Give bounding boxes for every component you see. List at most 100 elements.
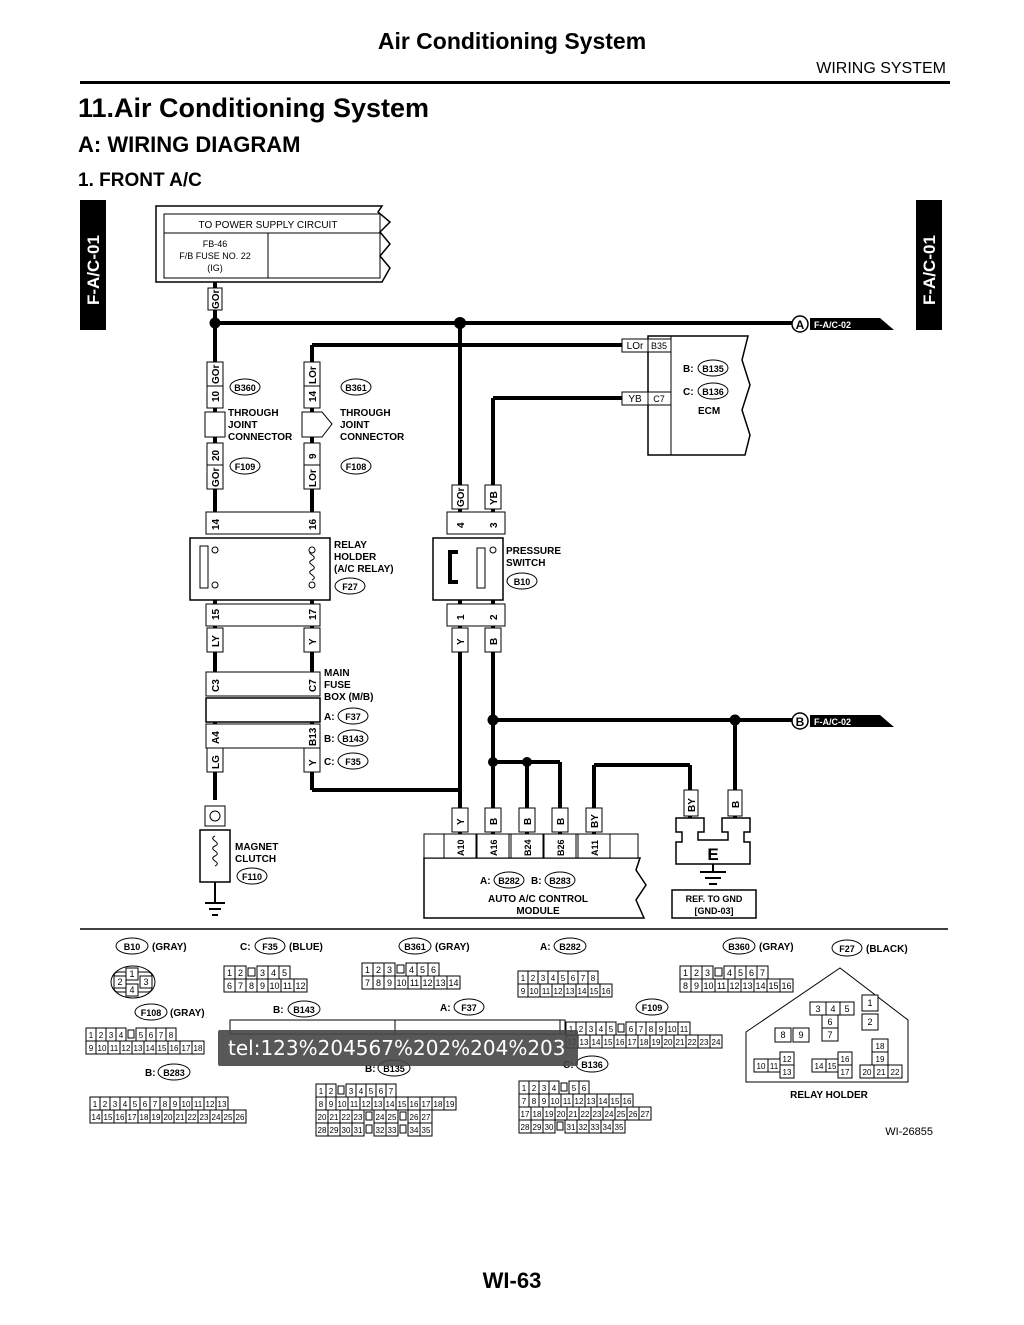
svg-text:AUTO A/C CONTROL: AUTO A/C CONTROL <box>488 894 588 905</box>
svg-text:F27: F27 <box>839 944 855 954</box>
svg-text:12: 12 <box>295 981 305 991</box>
svg-text:1: 1 <box>227 968 232 978</box>
svg-text:4: 4 <box>456 522 467 528</box>
svg-text:25: 25 <box>617 1110 626 1119</box>
svg-text:23: 23 <box>200 1113 209 1122</box>
svg-text:6: 6 <box>143 1100 148 1109</box>
svg-text:20: 20 <box>318 1113 327 1122</box>
svg-text:LY: LY <box>211 635 222 647</box>
svg-text:18: 18 <box>434 1100 443 1109</box>
svg-text:2: 2 <box>329 1087 334 1096</box>
svg-text:2: 2 <box>103 1100 108 1109</box>
svg-text:JOINT: JOINT <box>340 420 369 431</box>
svg-text:23: 23 <box>700 1038 709 1047</box>
svg-text:19: 19 <box>652 1038 661 1047</box>
svg-text:PRESSURE: PRESSURE <box>506 546 561 557</box>
svg-text:14: 14 <box>815 1062 824 1071</box>
svg-text:15: 15 <box>768 981 778 991</box>
svg-text:8: 8 <box>649 1025 654 1034</box>
svg-text:B360: B360 <box>234 383 256 393</box>
svg-text:7: 7 <box>238 981 243 991</box>
svg-text:1: 1 <box>456 614 467 620</box>
svg-text:8: 8 <box>163 1100 168 1109</box>
svg-text:24: 24 <box>212 1113 221 1122</box>
svg-text:C7: C7 <box>653 394 665 404</box>
svg-text:22: 22 <box>688 1038 697 1047</box>
svg-text:22: 22 <box>188 1113 197 1122</box>
svg-text:11: 11 <box>110 1044 119 1053</box>
module-wire-label: B <box>551 807 569 833</box>
module-pin-B24: B24 <box>523 839 533 856</box>
svg-text:17: 17 <box>128 1113 137 1122</box>
svg-text:6: 6 <box>149 1031 154 1040</box>
svg-text:F37: F37 <box>461 1003 477 1013</box>
svg-text:B: B <box>489 638 500 645</box>
svg-text:B: B <box>489 818 500 825</box>
svg-text:B10: B10 <box>514 577 531 587</box>
svg-text:13: 13 <box>435 978 445 988</box>
svg-text:B:: B: <box>683 364 694 375</box>
svg-text:Y: Y <box>308 638 319 645</box>
svg-text:20: 20 <box>557 1110 566 1119</box>
svg-text:GOr: GOr <box>211 289 222 309</box>
heading-subsection: A: WIRING DIAGRAM <box>78 132 301 157</box>
svg-text:6: 6 <box>749 968 754 978</box>
svg-text:35: 35 <box>422 1126 431 1135</box>
svg-text:(GRAY): (GRAY) <box>435 942 470 953</box>
svg-text:10: 10 <box>757 1062 766 1071</box>
svg-text:A:: A: <box>480 876 491 887</box>
svg-text:Y: Y <box>308 759 319 766</box>
svg-text:9: 9 <box>542 1097 547 1106</box>
svg-text:23: 23 <box>593 1110 602 1119</box>
svg-text:B283: B283 <box>549 876 571 886</box>
phone-link-tooltip[interactable]: tel:123%204567%202%204%203 <box>218 1030 578 1066</box>
svg-text:JOINT: JOINT <box>228 420 257 431</box>
svg-text:21: 21 <box>330 1113 339 1122</box>
svg-text:3: 3 <box>109 1031 114 1040</box>
svg-text:5: 5 <box>609 1025 614 1034</box>
svg-text:4: 4 <box>271 968 276 978</box>
svg-text:12: 12 <box>422 978 432 988</box>
svg-text:(GRAY): (GRAY) <box>170 1008 205 1019</box>
module-pin-A11: A11 <box>590 840 600 856</box>
svg-text:8: 8 <box>532 1097 537 1106</box>
connector-face-f27: 3 4 5 6 7 1 2 8 9 10 11 12 13 14 15 16 1… <box>745 967 909 1101</box>
svg-text:B136: B136 <box>581 1060 603 1070</box>
svg-text:A: A <box>796 318 805 332</box>
svg-text:3: 3 <box>541 974 546 983</box>
svg-text:30: 30 <box>545 1123 554 1132</box>
svg-text:F27: F27 <box>342 582 358 592</box>
svg-text:7: 7 <box>389 1087 394 1096</box>
svg-text:REF. TO GND: REF. TO GND <box>686 894 743 904</box>
svg-text:15: 15 <box>604 1038 613 1047</box>
svg-text:24: 24 <box>376 1113 385 1122</box>
svg-text:25: 25 <box>224 1113 233 1122</box>
svg-text:GOr: GOr <box>211 364 222 384</box>
heading-section: 11.Air Conditioning System <box>78 93 430 123</box>
svg-text:16: 16 <box>623 1097 632 1106</box>
svg-text:11: 11 <box>194 1100 203 1109</box>
svg-text:A:: A: <box>440 1003 451 1014</box>
svg-text:12: 12 <box>122 1044 131 1053</box>
svg-text:B: B <box>523 818 534 825</box>
svg-text:3: 3 <box>815 1004 820 1014</box>
svg-text:25: 25 <box>388 1113 397 1122</box>
svg-text:17: 17 <box>628 1038 637 1047</box>
svg-text:9: 9 <box>694 981 699 991</box>
svg-text:12: 12 <box>729 981 739 991</box>
svg-text:4: 4 <box>409 965 414 975</box>
svg-text:2: 2 <box>579 1025 584 1034</box>
svg-text:6: 6 <box>571 974 576 983</box>
svg-text:THROUGH: THROUGH <box>228 408 279 419</box>
module-wire-label: B <box>484 807 502 833</box>
svg-text:9: 9 <box>659 1025 664 1034</box>
svg-text:15: 15 <box>828 1062 837 1071</box>
svg-text:14: 14 <box>592 1038 601 1047</box>
module-wire-label: BY <box>585 807 603 833</box>
svg-text:LOr: LOr <box>308 366 319 384</box>
svg-text:F/B FUSE NO. 22: F/B FUSE NO. 22 <box>179 251 251 261</box>
